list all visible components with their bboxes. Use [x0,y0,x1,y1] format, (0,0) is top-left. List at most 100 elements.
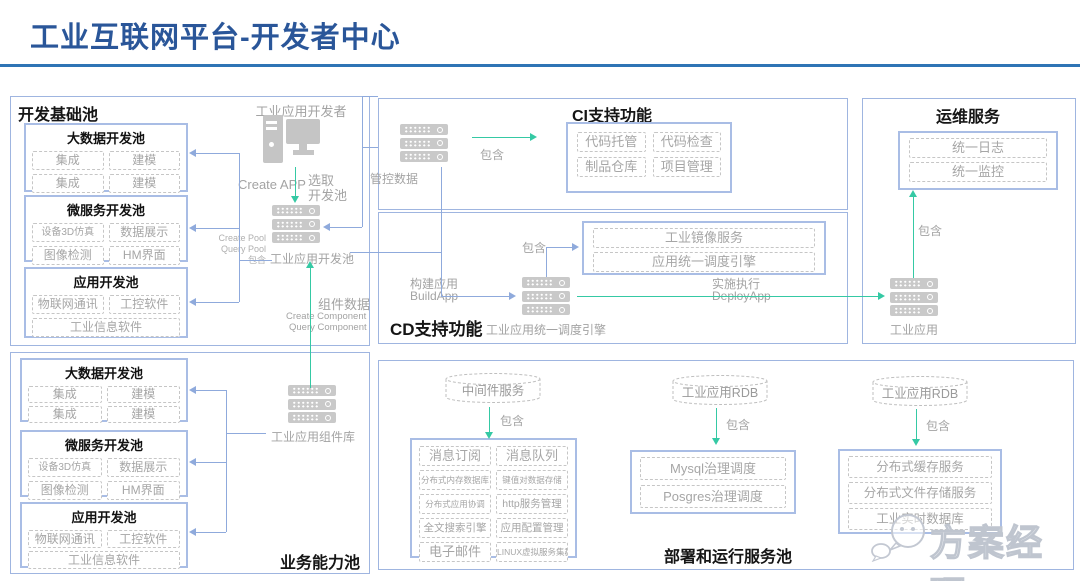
pool-title: 应用开发池 [73,275,139,290]
connector-mgmt-stub [362,147,378,148]
query-pool-label: Query Pool [220,244,266,254]
ops-item: 统一监控 [909,162,1047,182]
arrow-ops-contains [909,190,917,197]
arrow-middleware-contains [485,432,493,439]
arrow-rdb2-contains [912,439,920,446]
connector-pick-pool [295,167,296,197]
arrow-into-devpool-server [323,223,330,231]
arrow-into-bigdata [189,149,196,157]
connector-build-horiz [441,296,510,297]
connector-build-vert [441,167,442,297]
connector-rdb1-contains [716,408,717,439]
create-component-label: Create Component [286,311,367,322]
pool-item: HM界面 [108,246,180,265]
rdb2-contains-label: 包含 [926,419,951,433]
pool-item: 图像检测 [28,481,102,500]
section-title-deploy-pool: 部署和运行服务池 [664,549,793,566]
pool-item: 数据展示 [108,223,180,242]
pool-item: 建模 [108,151,180,170]
middleware-items-holder: 消息订阅 消息队列 分布式内存数据库 键值对数据存储 分布式应用协调 http服… [410,438,577,562]
create-app-label: Create APP [238,177,306,192]
dev-pool-server-label: 工业应用开发池 [269,252,354,266]
pool-microservice-dev: 微服务开发池 设备3D仿真 数据展示 图像检测 HM界面 [24,195,188,265]
middleware-item: 键值对数据存储 [496,470,568,490]
arrow-into-biz-bigdata [189,386,196,394]
query-component-label: Query Component [289,322,367,333]
rdb1-contains-label: 包含 [726,418,751,432]
rdb2-item: 分布式文件存储服务 [848,482,992,504]
pool-item: 数据展示 [106,458,180,477]
rdb1-items-holder: Mysql治理调度 Posgres治理调度 [630,450,796,514]
connector-rdb2-contains [916,409,917,440]
component-data-label: 组件数据 [318,297,371,312]
section-title-ci: CI支持功能 [571,108,652,125]
title-underline [0,64,1080,67]
arrow-pick-pool [291,196,299,203]
rdb1-db-label: 工业应用RDB [681,386,759,400]
middleware-item: 消息订阅 [419,446,491,466]
connector-cd-contains-vert [546,247,547,277]
section-title-ops: 运维服务 [935,109,1000,126]
connector-ci-contains [472,137,532,138]
section-title-dev-foundation: 开发基础池 [18,107,99,124]
pool-item: 工控软件 [106,530,180,548]
managed-data-label: 管控数据 [370,172,419,186]
pool-title: 微服务开发池 [64,438,143,453]
pool-item: 工控软件 [108,295,180,314]
connector-branch-appdev [196,302,239,303]
section-title-business-pool: 业务能力池 [280,555,361,572]
database-cylinder-rdb1: 工业应用RDB [670,372,770,408]
connector-branch-bigdata [196,153,239,154]
pick-pool-label-2: 开发池 [308,188,348,203]
arrow-into-appdev [189,298,196,306]
rdb2-item: 分布式缓存服务 [848,456,992,478]
ci-item: 制品仓库 [577,157,646,177]
arrow-into-biz-microservice [189,458,196,466]
ci-contains-label: 包含 [480,148,505,162]
pool-item: 集成 [28,386,102,403]
arrow-into-microservice [189,224,196,232]
pool-title: 大数据开发池 [66,131,145,146]
cd-contains-label: 包含 [522,241,547,255]
server-icon-managed-data [400,124,448,162]
rdb2-db-label: 工业应用RDB [881,387,959,401]
arrow-rdb1-contains [712,438,720,445]
industrial-app-label: 工业应用 [889,323,938,337]
pool-bigdata-biz: 大数据开发池 集成 建模 集成 建模 [20,358,188,423]
pool-item: 物联网通讯 [32,295,104,314]
middleware-item: 电子邮件 [419,542,491,562]
pool-item: 图像检测 [32,246,104,265]
page-title: 工业互联网平台-开发者中心 [30,22,401,54]
connector-mgmt-stub-top [362,96,378,97]
pool-item: 工业信息软件 [32,318,180,337]
watermark-logo-icon [868,510,930,567]
connector-mgmt-vert [362,96,363,227]
server-icon-dev-pool [272,205,320,243]
connector-cd-contains-horiz [546,247,574,248]
middleware-item: 分布式应用协调 [419,494,491,514]
database-cylinder-rdb2: 工业应用RDB [870,373,970,409]
connector-devpool-trunk [239,153,240,302]
ops-contains-label: 包含 [918,224,943,238]
cd-items-holder: 工业镜像服务 应用统一调度引擎 [582,221,826,275]
pool-item: 建模 [106,406,180,423]
connector-mgmt-horiz [330,227,362,228]
pool-item: 物联网通讯 [28,530,102,548]
connector-trunk-to-devpool [239,260,272,261]
pool-title: 应用开发池 [71,510,137,525]
database-cylinder-middleware: 中间件服务 [443,370,543,406]
section-title-cd: CD支持功能 [390,320,483,339]
pool-item: 集成 [32,174,104,193]
pool-microservice-biz: 微服务开发池 设备3D仿真 数据展示 图像检测 HM界面 [20,430,188,500]
scheduler-server-label: 工业应用统一调度引擎 [486,323,607,337]
cd-item: 应用统一调度引擎 [593,252,815,272]
pool-app-biz: 应用开发池 物联网通讯 工控软件 工业信息软件 [20,502,188,569]
pool-title: 大数据开发池 [64,366,143,381]
middleware-db-label: 中间件服务 [461,384,525,398]
component-library-label: 工业应用组件库 [270,430,355,444]
connector-ops-contains [913,197,914,278]
ci-items-holder: 代码托管 代码检查 制品仓库 项目管理 [566,122,732,193]
pool-app-dev: 应用开发池 物联网通讯 工控软件 工业信息软件 [24,267,188,338]
middleware-item: 全文搜索引擎 [419,518,491,538]
